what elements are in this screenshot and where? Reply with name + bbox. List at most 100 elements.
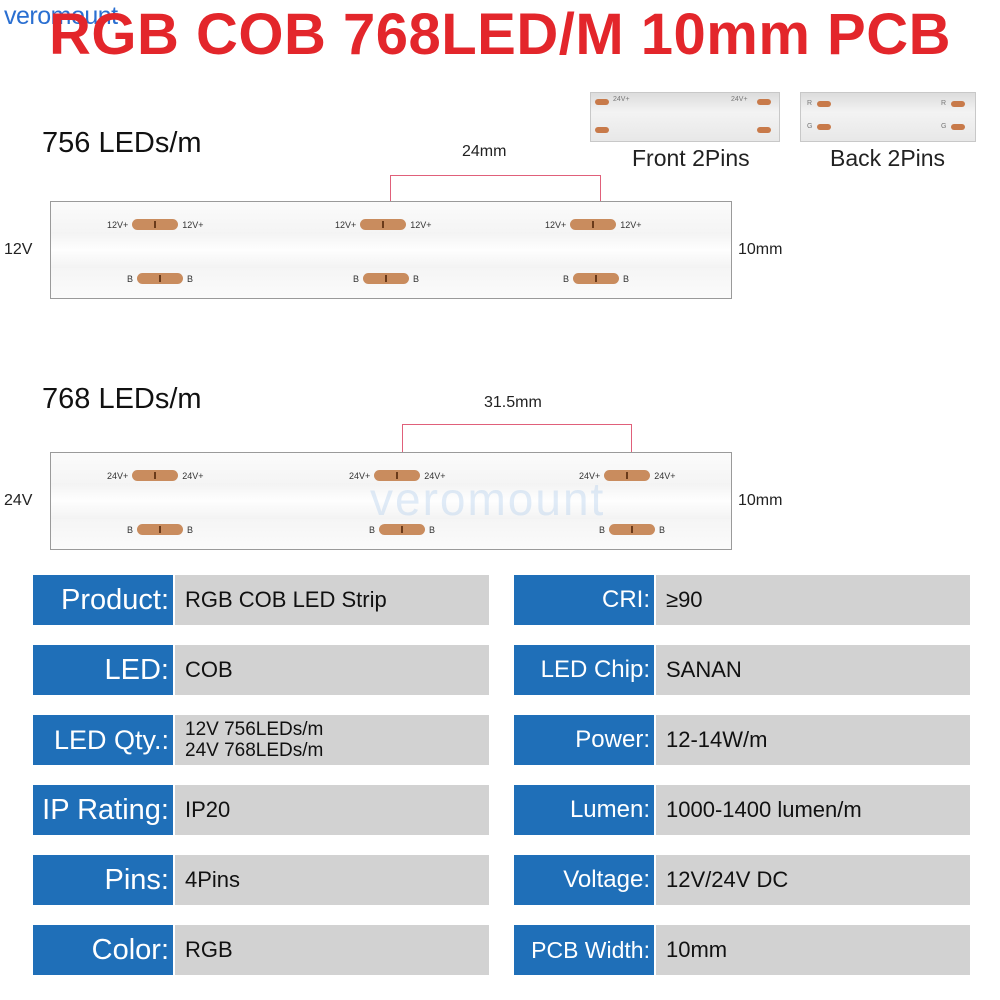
thumb-pin-text: 24V+ [613,96,630,103]
pin-label: B [353,273,360,284]
pad-icon [817,124,831,130]
spec-voltage-label: Voltage: [514,855,656,905]
spec-product-value: RGB COB LED Strip [175,575,489,625]
pin-label: 12V+ [620,219,642,230]
copper-pad [570,219,617,230]
pin-label: B [187,524,194,535]
spec-led-chip-text: SANAN [666,657,742,682]
spec-led-qty-line2: 24V 768LEDs/m [185,740,324,761]
watermark-part2: mount [467,473,606,525]
pin-label: B [127,524,134,535]
spec-voltage-value: 12V/24V DC [656,855,970,905]
spec-led-qty-value: 12V 756LEDs/m 24V 768LEDs/m [175,715,489,765]
spec-lumen-text: 1000-1400 lumen/m [666,797,862,822]
strip-12v-spacing-bracket [390,175,601,202]
spec-led-value: COB [175,645,489,695]
spec-led-qty-label: LED Qty.: [33,715,175,765]
pin-label: 12V+ [335,219,357,230]
copper-pad [132,470,179,481]
spec-pins-label: Pins: [33,855,175,905]
spec-pins-value: 4Pins [175,855,489,905]
strip-24v-width: 10mm [738,492,783,509]
solder-pad-top: 24V+ 24V+ [107,470,204,481]
copper-pad [363,273,410,284]
spec-cri-text: ≥90 [666,587,703,612]
spec-ip-rating-value: IP20 [175,785,489,835]
spec-color-label: Color: [33,925,175,975]
copper-pad [604,470,651,481]
thumb-pin-g: G [807,123,813,130]
pin-label: 24V+ [654,470,676,481]
spec-lumen-value: 1000-1400 lumen/m [656,785,970,835]
strip-12v-spacing-label: 24mm [462,143,507,160]
copper-pad [132,219,179,230]
spec-cri-value: ≥90 [656,575,970,625]
brand-logo-part1: vero [4,2,51,30]
page-title: RGB COB 768LED/M 10mm PCB [48,2,952,67]
pin-label: 24V+ [349,470,371,481]
pad-icon [595,99,609,105]
solder-pad-top: 24V+ 24V+ [579,470,676,481]
pin-label: 24V+ [424,470,446,481]
pin-label: B [599,524,606,535]
spec-power-label: Power: [514,715,656,765]
watermark-logo: veromount [370,472,605,526]
pin-label: 12V+ [107,219,129,230]
pin-label: 12V+ [410,219,432,230]
strip-12v-heading: 756 LEDs/m [42,127,202,159]
spec-ip-rating-label: IP Rating: [33,785,175,835]
spec-led-chip-value: SANAN [656,645,970,695]
pin-label: 12V+ [545,219,567,230]
pin-label: B [369,524,376,535]
front-pins-caption: Front 2Pins [632,145,750,171]
spec-color-text: RGB [185,937,233,962]
strip-12v-voltage: 12V [4,241,33,258]
solder-pad-top: 12V+ 12V+ [545,219,642,230]
strip-12v-width: 10mm [738,241,783,258]
pad-icon [757,99,771,105]
strip-24v-spacing-label: 31.5mm [484,394,542,411]
brand-logo: veromount [4,2,118,31]
spec-power-text: 12-14W/m [666,727,768,752]
copper-pad [573,273,620,284]
pad-icon [951,124,965,130]
copper-pad [137,273,184,284]
solder-pad-top: 24V+ 24V+ [349,470,446,481]
copper-pad [360,219,407,230]
spec-voltage-text: 12V/24V DC [666,867,789,892]
pin-label: 24V+ [107,470,129,481]
thumb-pin-text: 24V+ [731,96,748,103]
pin-label: 12V+ [182,219,204,230]
pin-label: B [659,524,666,535]
spec-led-label: LED: [33,645,175,695]
spec-lumen-label: Lumen: [514,785,656,835]
pin-label: 24V+ [579,470,601,481]
copper-pad [609,524,656,535]
watermark-part1: vero [370,473,468,525]
copper-pad [137,524,184,535]
back-pins-thumbnail: R G R G [800,92,976,142]
solder-pad-top: 12V+ 12V+ [335,219,432,230]
pin-label: B [413,273,420,284]
pad-icon [757,127,771,133]
pin-label: B [429,524,436,535]
pin-label: 24V+ [182,470,204,481]
pin-label: B [127,273,134,284]
spec-led-text: COB [185,657,233,682]
front-pins-thumbnail: 24V+ 24V+ [590,92,780,142]
spec-cri-label: CRI: [514,575,656,625]
pad-icon [595,127,609,133]
spec-pcb-width-value: 10mm [656,925,970,975]
pad-icon [817,101,831,107]
copper-pad [379,524,426,535]
spec-led-chip-label: LED Chip: [514,645,656,695]
spec-pcb-width-text: 10mm [666,937,728,962]
spec-pins-text: 4Pins [185,867,241,892]
strip-24v-spacing-bracket [402,424,632,453]
